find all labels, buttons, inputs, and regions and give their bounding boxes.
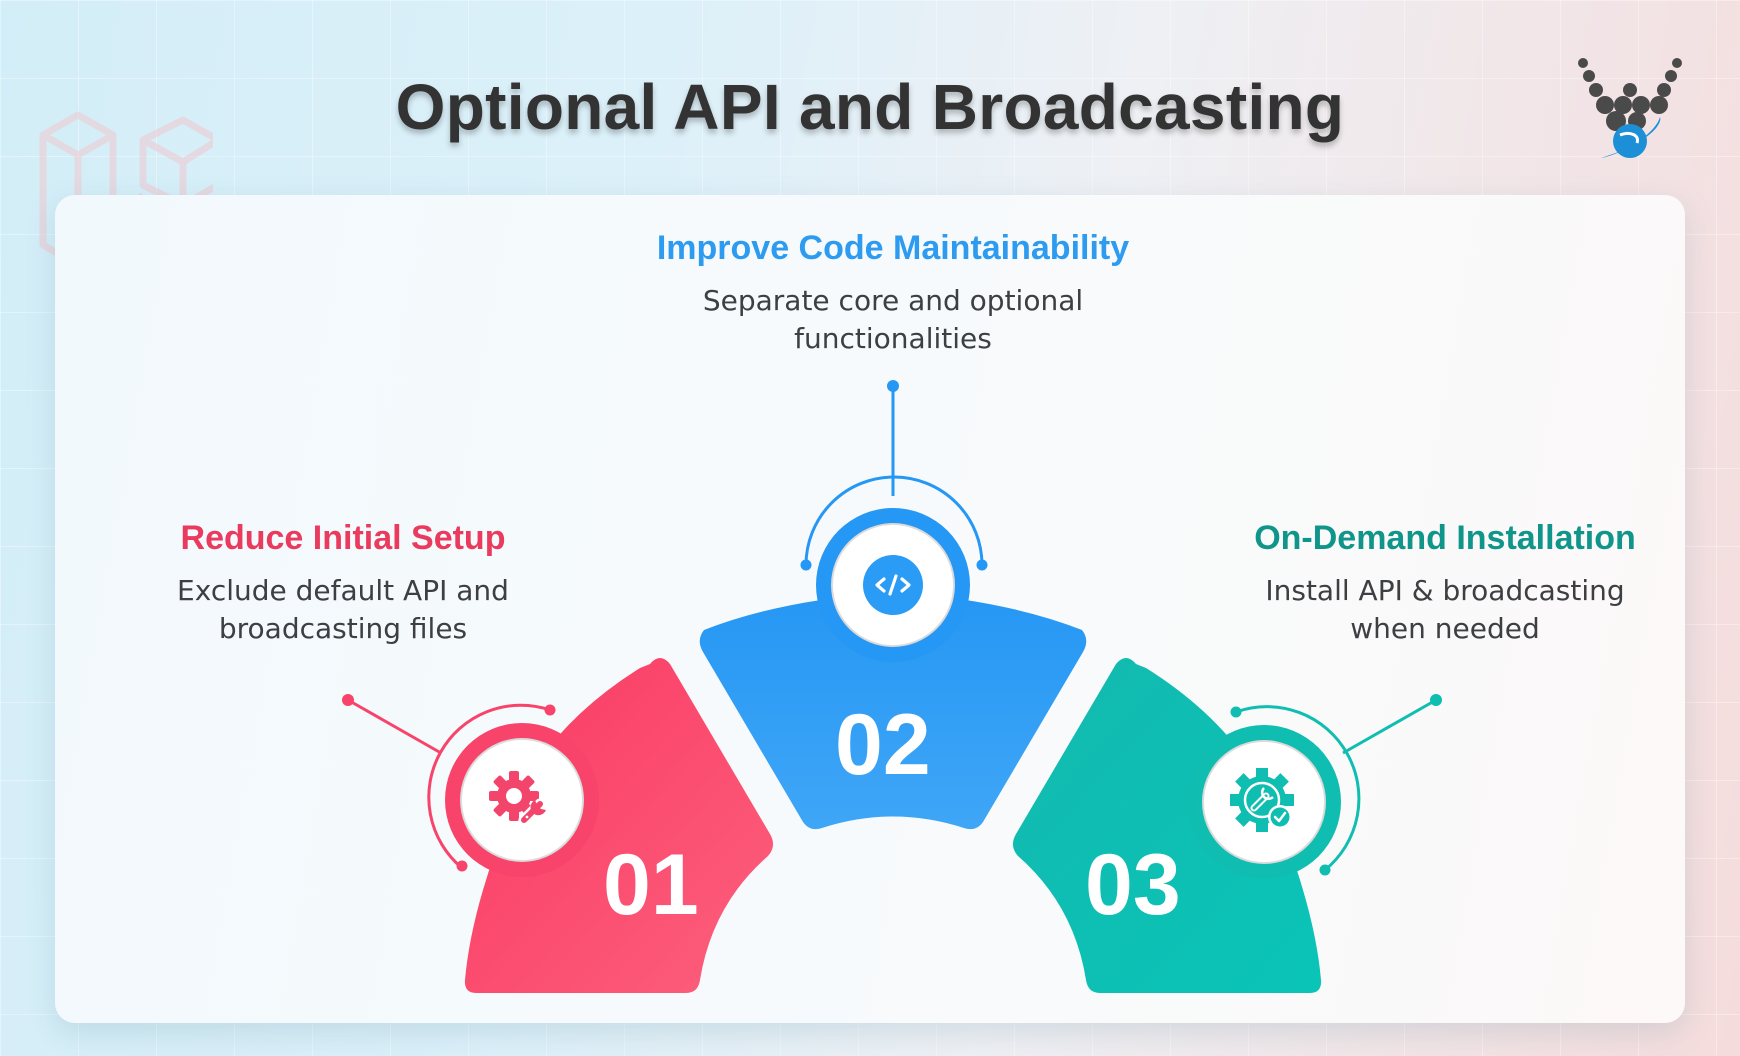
step-03-text: On-Demand Installation Install API & bro…: [1220, 518, 1670, 648]
step-03-description: Install API & broadcasting when needed: [1220, 572, 1670, 648]
step-02-description-line1: Separate core and optional: [702, 284, 1084, 317]
step-01-heading: Reduce Initial Setup: [180, 519, 506, 557]
page-title: Optional API and Broadcasting: [395, 71, 1345, 143]
step-03-description-line2: when needed: [1350, 612, 1540, 645]
step-number-03: 03: [1085, 837, 1181, 933]
step-03-heading: On-Demand Installation: [1254, 519, 1636, 557]
step-03-description-line1: Install API & broadcasting: [1265, 574, 1625, 607]
step-01-description-line1: Exclude default API and: [177, 574, 509, 607]
segment-01: [342, 658, 774, 993]
gear-wrench-icon: [489, 771, 546, 826]
step-02-description-line2: functionalities: [794, 322, 992, 355]
step-01-description: Exclude default API and broadcasting fil…: [143, 572, 543, 648]
step-number-01: 01: [603, 837, 699, 933]
gear-wrench-check-icon: [1230, 768, 1294, 832]
code-icon: [875, 574, 911, 596]
step-02-description: Separate core and optional functionaliti…: [610, 282, 1176, 358]
brand-logo: [1578, 58, 1682, 158]
step-01-text: Reduce Initial Setup Exclude default API…: [143, 518, 543, 648]
step-number-02: 02: [835, 697, 931, 793]
step-01-description-line2: broadcasting files: [218, 612, 468, 645]
step-02-heading: Improve Code Maintainability: [656, 229, 1130, 267]
segment-03: [1012, 658, 1442, 993]
step-02-text: Improve Code Maintainability Separate co…: [610, 228, 1176, 358]
